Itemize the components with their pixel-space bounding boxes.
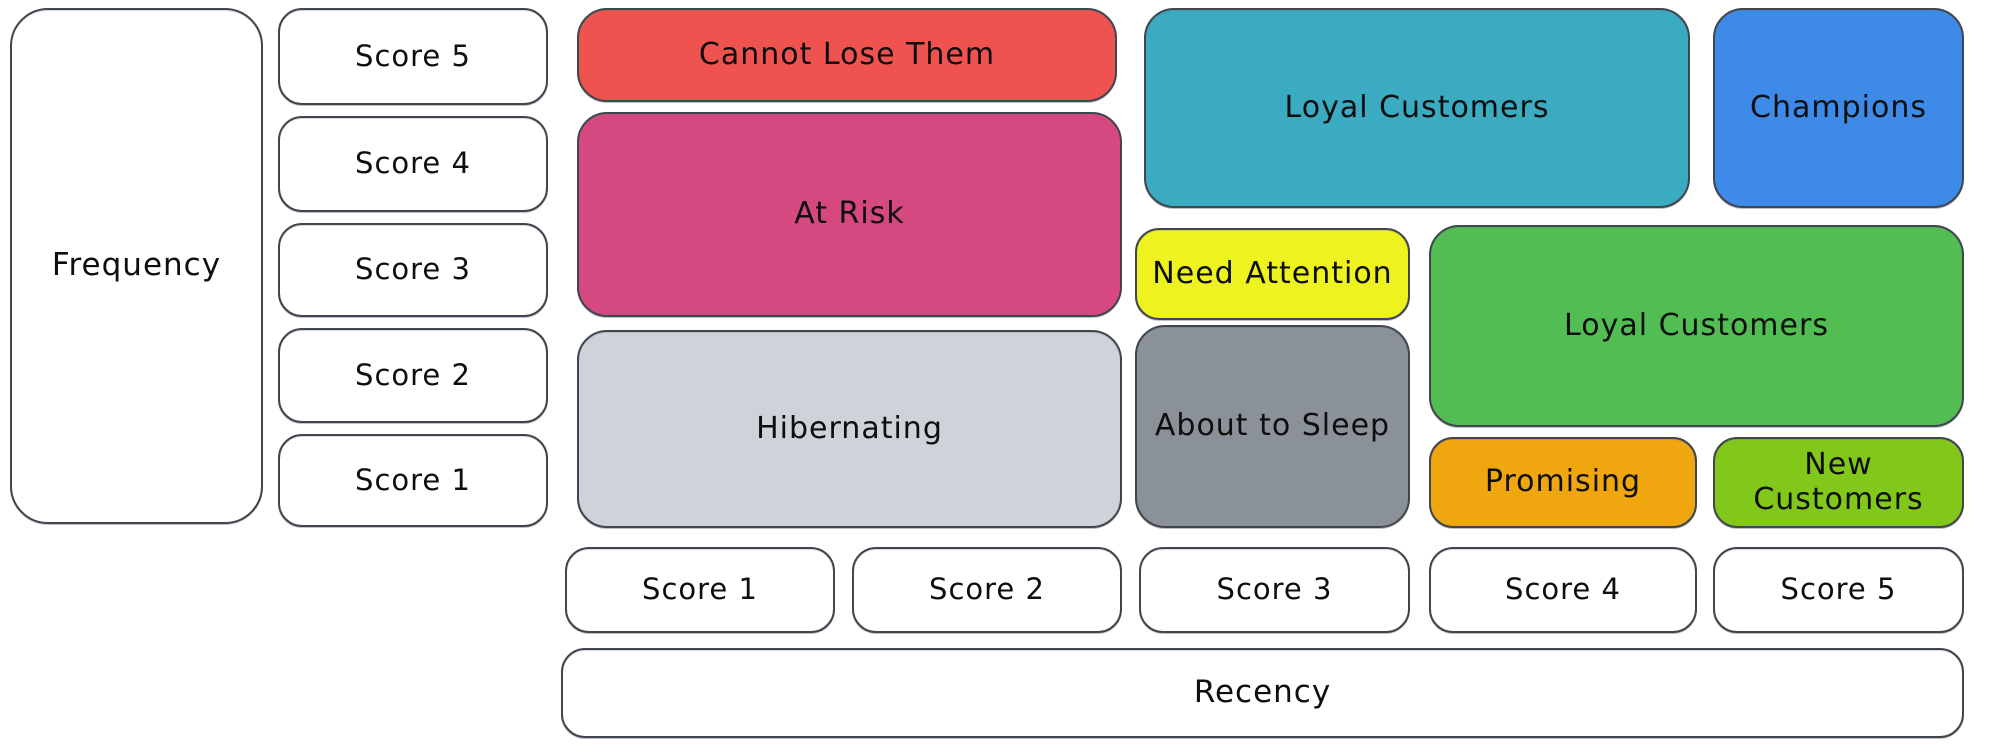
recency-score-3: Score 3 — [1139, 547, 1410, 633]
frequency-score-1: Score 1 — [278, 434, 548, 527]
segment-need-attention: Need Attention — [1135, 228, 1410, 320]
segment-new-customers: New Customers — [1713, 437, 1964, 528]
recency-score-1: Score 1 — [565, 547, 835, 633]
frequency-axis-label: Frequency — [10, 8, 263, 524]
segment-loyal-customers-right: Loyal Customers — [1429, 225, 1964, 427]
segment-promising: Promising — [1429, 437, 1697, 528]
recency-score-4: Score 4 — [1429, 547, 1697, 633]
recency-axis-label: Recency — [561, 648, 1964, 738]
segment-about-to-sleep: About to Sleep — [1135, 325, 1410, 528]
segment-hibernating: Hibernating — [577, 330, 1122, 528]
segment-cannot-lose-them: Cannot Lose Them — [577, 8, 1117, 102]
frequency-score-5: Score 5 — [278, 8, 548, 105]
frequency-score-2: Score 2 — [278, 328, 548, 423]
frequency-score-3: Score 3 — [278, 223, 548, 317]
segment-loyal-customers-top: Loyal Customers — [1144, 8, 1690, 208]
recency-score-5: Score 5 — [1713, 547, 1964, 633]
recency-score-2: Score 2 — [852, 547, 1122, 633]
segment-champions: Champions — [1713, 8, 1964, 208]
segment-at-risk: At Risk — [577, 112, 1122, 317]
frequency-score-4: Score 4 — [278, 116, 548, 212]
